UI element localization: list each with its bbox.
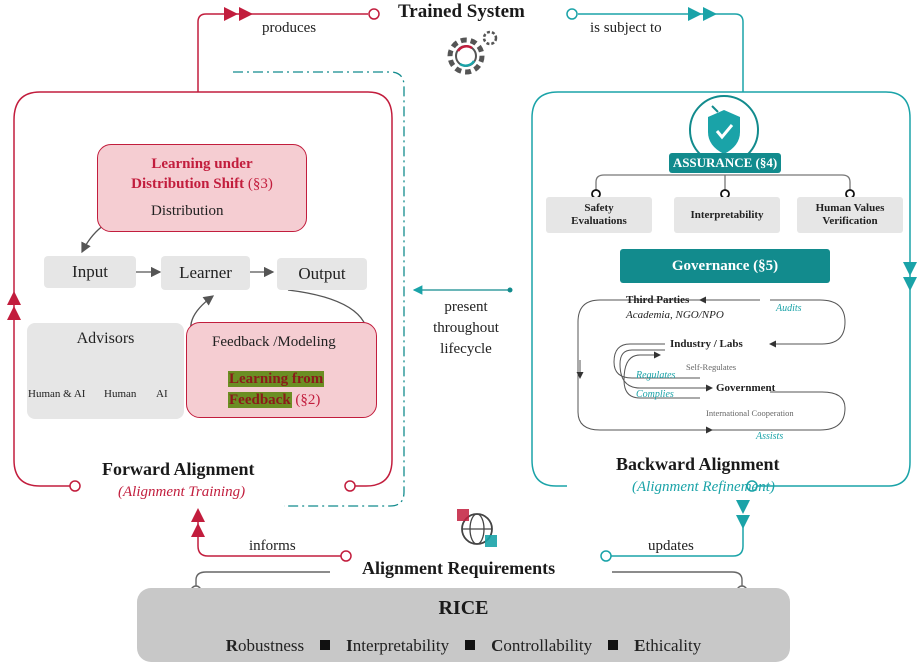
assists-label: Assists (756, 431, 784, 442)
feedback-highlight-label: Feedback (228, 392, 292, 408)
learner-node: Learner (161, 256, 250, 290)
human-values-line1: Human Values (815, 202, 885, 214)
rice-initial-c: C (491, 636, 504, 655)
self-regulates-label: Self-Regulates (686, 362, 737, 372)
trained-system-title: Trained System (398, 1, 525, 22)
subject-to-label: is subject to (590, 20, 662, 36)
complies-label: Complies (636, 389, 674, 400)
rice-initial-r: R (225, 636, 239, 655)
backward-frame (531, 91, 911, 487)
feedback-sep: / (273, 334, 278, 350)
forward-up-arrow-1 (7, 291, 21, 305)
regulates-label: Regulates (636, 370, 676, 381)
distribution-label: Distribution (151, 203, 224, 219)
produces-label: produces (262, 20, 317, 36)
interpretability-line1: Interpretability (690, 208, 764, 221)
rice-terms: Robustness Interpretability Controllabilit… (137, 636, 790, 656)
updates-line (611, 525, 744, 557)
industry-labs-label: Industry / Labs (670, 338, 743, 350)
backward-down-arrow (903, 262, 917, 276)
audits-label: Audits (776, 303, 802, 314)
rice-initial-e: E (634, 636, 646, 655)
subject-to-line (578, 13, 744, 92)
third-parties-label: Third Parties (626, 294, 690, 306)
forward-frame-end-right (344, 480, 356, 492)
rice-rest-i: nterpretability (352, 636, 450, 655)
rice-box (137, 588, 790, 662)
forward-frame-end-left (69, 480, 81, 492)
forward-alignment-subtitle: (Alignment Training) (118, 484, 246, 500)
lifecycle-line2: throughout (433, 320, 499, 336)
safety-line1: Safety (584, 202, 614, 214)
distribution-shift-box (97, 144, 307, 232)
globe-puzzle-icon (457, 509, 497, 547)
forward-up-arrow-2 (7, 306, 21, 320)
backward-alignment-title: Backward Alignment (616, 454, 780, 474)
interpretability-box: Interpretability (674, 197, 780, 233)
rice-initial-i: I (346, 636, 353, 655)
alignment-requirements-title: Alignment Requirements (362, 558, 556, 578)
gear-icon (447, 30, 498, 75)
rice-bracket (195, 571, 743, 590)
subject-arrow-1 (688, 7, 702, 21)
lifecycle-line3: lifecycle (440, 341, 492, 357)
feedback-label: Feedback (212, 334, 270, 350)
subject-arrow-2 (703, 7, 717, 21)
lifecycle-label: present throughout lifecycle (420, 297, 512, 360)
assurance-label: ASSURANCE (§4) (669, 153, 781, 173)
distribution-shift-line1: Learning under (151, 156, 253, 172)
backward-down-arrow-2 (903, 277, 917, 291)
advisors-title: Advisors (76, 330, 135, 347)
human-values-line2: Verification (822, 215, 878, 227)
forward-alignment-title: Forward Alignment (102, 459, 255, 479)
lifecycle-line (233, 71, 405, 507)
advisor-label-human: Human (104, 388, 137, 400)
rice-separator (465, 640, 476, 651)
third-parties-sub: Academia, NGO/NPO (626, 309, 724, 321)
rice-separator (320, 640, 331, 651)
produces-arrow-1 (224, 7, 238, 21)
distribution-shift-ref: (§3) (247, 176, 273, 192)
informs-label: informs (249, 538, 296, 554)
distribution-shift-title: Learning under Distribution Shift (§3) (97, 154, 307, 194)
output-node: Output (277, 258, 367, 290)
distribution-shift-line2: Distribution Shift (131, 176, 245, 192)
shield-icon (689, 95, 759, 165)
updates-label: updates (648, 538, 694, 554)
learning-from-label: Learning from (228, 371, 325, 387)
feedback-modeling-label: Feedback /Modeling (212, 334, 336, 351)
forward-frame (13, 91, 393, 487)
rice-term-interpretability: Interpretability (346, 636, 449, 655)
backward-alignment-subtitle: (Alignment Refinement) (632, 479, 775, 495)
learning-from-feedback-title: Learning from Feedback (§2) (228, 369, 325, 411)
safety-line2: Evaluations (571, 215, 627, 227)
rice-term-ethicality: Ethicality (634, 636, 701, 655)
rice-separator (608, 640, 619, 651)
input-node: Input (44, 256, 136, 288)
modeling-label: Modeling (277, 334, 336, 350)
rice-term-robustness: Robustness (226, 636, 304, 655)
informs-line (197, 520, 341, 557)
rice-title: RICE (438, 597, 489, 619)
advisor-label-ai: AI (156, 388, 168, 400)
international-cooperation-label: International Cooperation (706, 408, 794, 418)
rice-rest-e: thicality (645, 636, 702, 655)
governance-label: Governance (§5) (620, 249, 830, 283)
feedback-ref: (§2) (295, 392, 321, 408)
rice-rest-r: obustness (238, 636, 305, 655)
advisor-label-human-ai: Human & AI (28, 388, 86, 400)
lifecycle-line1: present (444, 299, 488, 315)
advisors-box (27, 323, 184, 419)
produces-arrow-2 (239, 7, 253, 21)
rice-rest-c: ontrollability (503, 636, 593, 655)
government-label: Government (716, 382, 776, 394)
rice-term-controllability: Controllability (491, 636, 592, 655)
produces-line (197, 13, 368, 92)
